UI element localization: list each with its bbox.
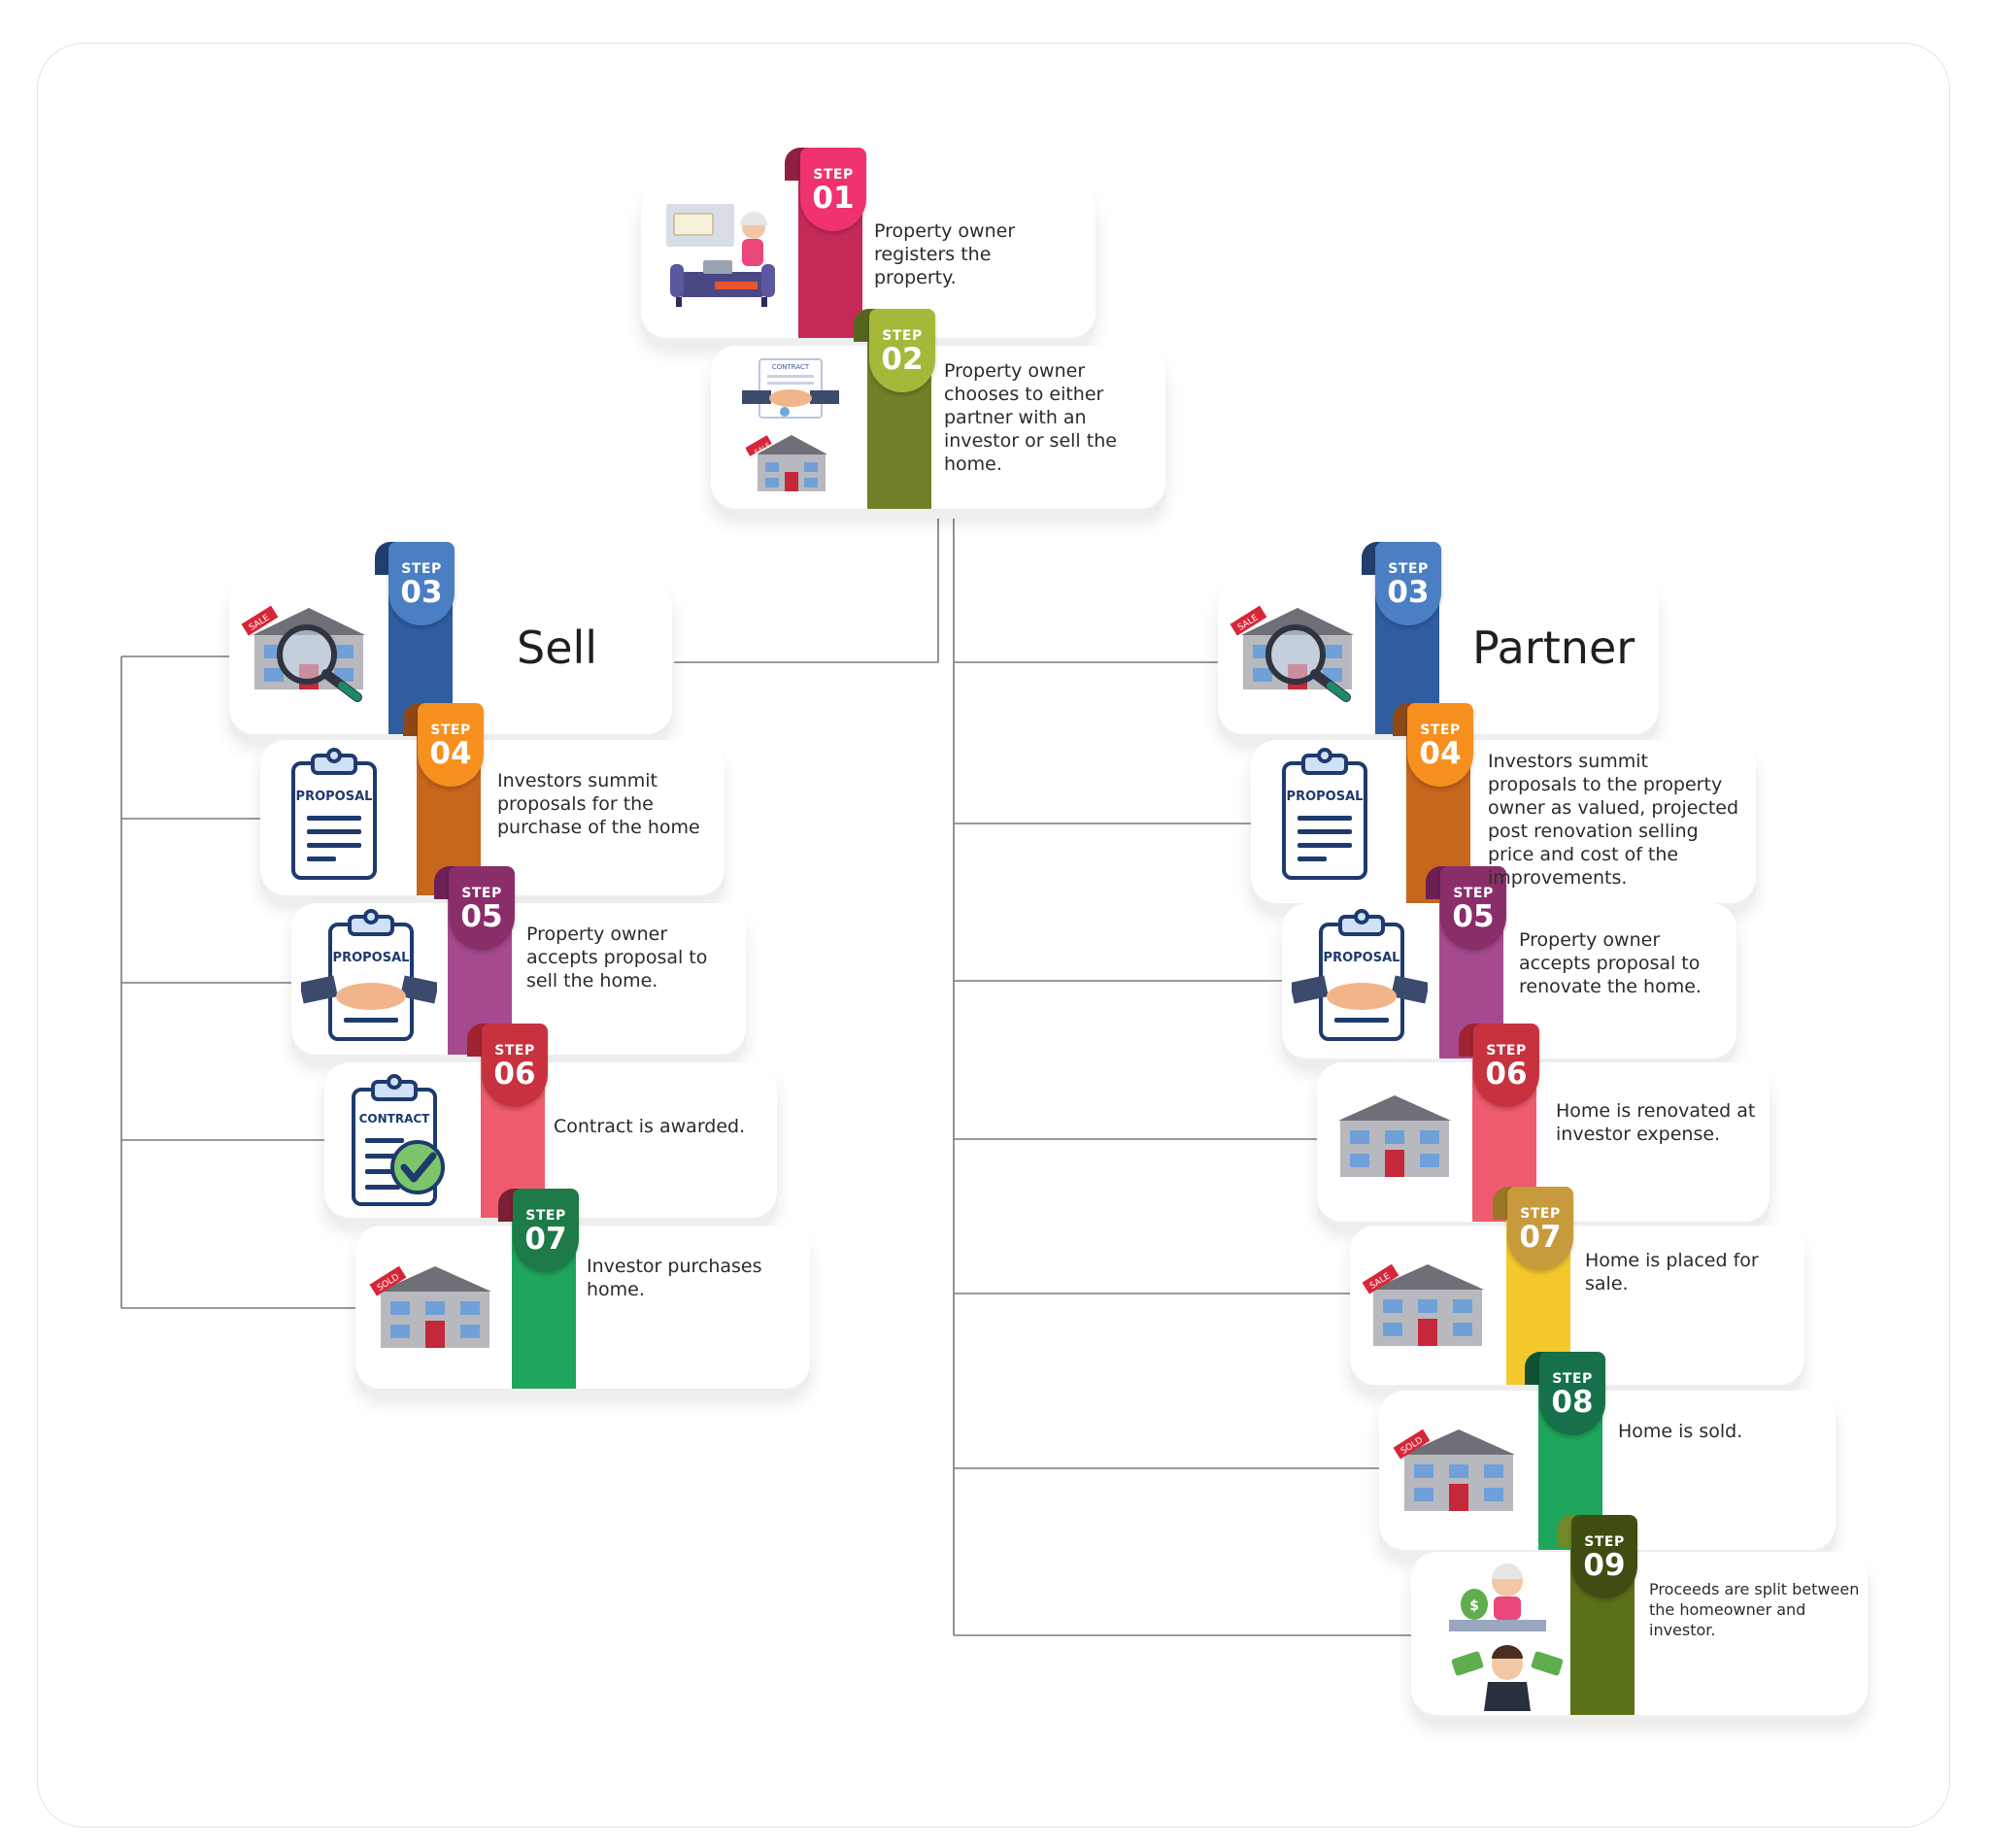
svg-text:$: $: [1469, 1598, 1479, 1614]
step-badge-partner-05: STEP 05: [1440, 866, 1506, 950]
sale-house-icon: SALE: [746, 435, 827, 491]
sold-house-icon: SOLD: [369, 1265, 491, 1348]
svg-text:PROPOSAL: PROPOSAL: [333, 951, 410, 965]
svg-text:PROPOSAL: PROPOSAL: [296, 790, 373, 804]
sell-step-05-text: Property owner accepts proposal to sell …: [526, 924, 708, 991]
step-badge-partner-08: STEP 08: [1539, 1352, 1605, 1435]
step-badge-partner-06: STEP 06: [1473, 1024, 1539, 1107]
step-badge-partner-03: STEP 03: [1375, 542, 1441, 625]
step-badge-sell-03: STEP 03: [388, 542, 455, 625]
svg-text:PROPOSAL: PROPOSAL: [1324, 951, 1400, 965]
partner-sold-house-icon: SOLD: [1393, 1428, 1515, 1511]
partner-title: Partner: [1472, 622, 1635, 674]
contract-handshake-icon: CONTRACT: [742, 358, 839, 419]
sell-step-04-text: Investors summit proposals for the purch…: [497, 770, 700, 838]
woman-on-sofa-icon: [666, 204, 775, 307]
step-badge-partner-09: STEP 09: [1571, 1515, 1637, 1598]
svg-text:CONTRACT: CONTRACT: [359, 1112, 431, 1126]
partner-sale-house-icon: SALE: [1362, 1263, 1484, 1346]
connector-to-partner: [953, 509, 1219, 663]
partner-proposal-clipboard-icon: PROPOSAL: [1282, 748, 1367, 880]
partner-step-06-text: Home is renovated at investor expense.: [1556, 1100, 1756, 1145]
partner-step-09-text: Proceeds are split between the homeowner…: [1649, 1580, 1860, 1639]
sell-step-06-text: Contract is awarded.: [554, 1116, 746, 1137]
step-badge-sell-07: STEP 07: [513, 1189, 579, 1272]
step-badge-top-01: STEP 01: [800, 148, 866, 231]
proposal-handshake-icon: PROPOSAL: [301, 909, 437, 1041]
step-badge-partner-07: STEP 07: [1507, 1187, 1573, 1270]
sell-step-07-text: Investor purchases home.: [587, 1256, 762, 1300]
sale-house-search-icon: SALE: [241, 605, 365, 702]
partner-proposal-handshake-icon: PROPOSAL: [1292, 909, 1428, 1041]
proposal-clipboard-icon: PROPOSAL: [291, 748, 377, 880]
sell-title: Sell: [517, 622, 598, 674]
step-text-top-01: Property owner registers the property.: [874, 220, 1016, 288]
step-badge-sell-05: STEP 05: [449, 866, 515, 950]
svg-text:CONTRACT: CONTRACT: [772, 363, 810, 371]
partner-step-07-text: Home is placed for sale.: [1585, 1250, 1759, 1294]
money-split-people-icon: $: [1449, 1563, 1564, 1711]
partner-step-08-text: Home is sold.: [1618, 1421, 1743, 1442]
step-badge-sell-04: STEP 04: [418, 703, 484, 787]
contract-check-icon: CONTRACT: [352, 1074, 445, 1206]
step-text-top-02: Property owner chooses to either partner…: [944, 360, 1117, 475]
partner-step-05-text: Property owner accepts proposal to renov…: [1519, 929, 1702, 997]
partner-sale-house-search-icon: SALE: [1230, 605, 1354, 702]
svg-text:PROPOSAL: PROPOSAL: [1287, 790, 1364, 804]
renovated-house-icon: [1338, 1095, 1451, 1177]
step-badge-partner-04: STEP 04: [1407, 703, 1473, 787]
step-badge-sell-06: STEP 06: [482, 1024, 548, 1107]
connector-to-sell: [674, 509, 939, 663]
step-badge-top-02: STEP 02: [869, 309, 935, 392]
partner-step-04-text: Investors summit proposals to the proper…: [1488, 751, 1739, 889]
